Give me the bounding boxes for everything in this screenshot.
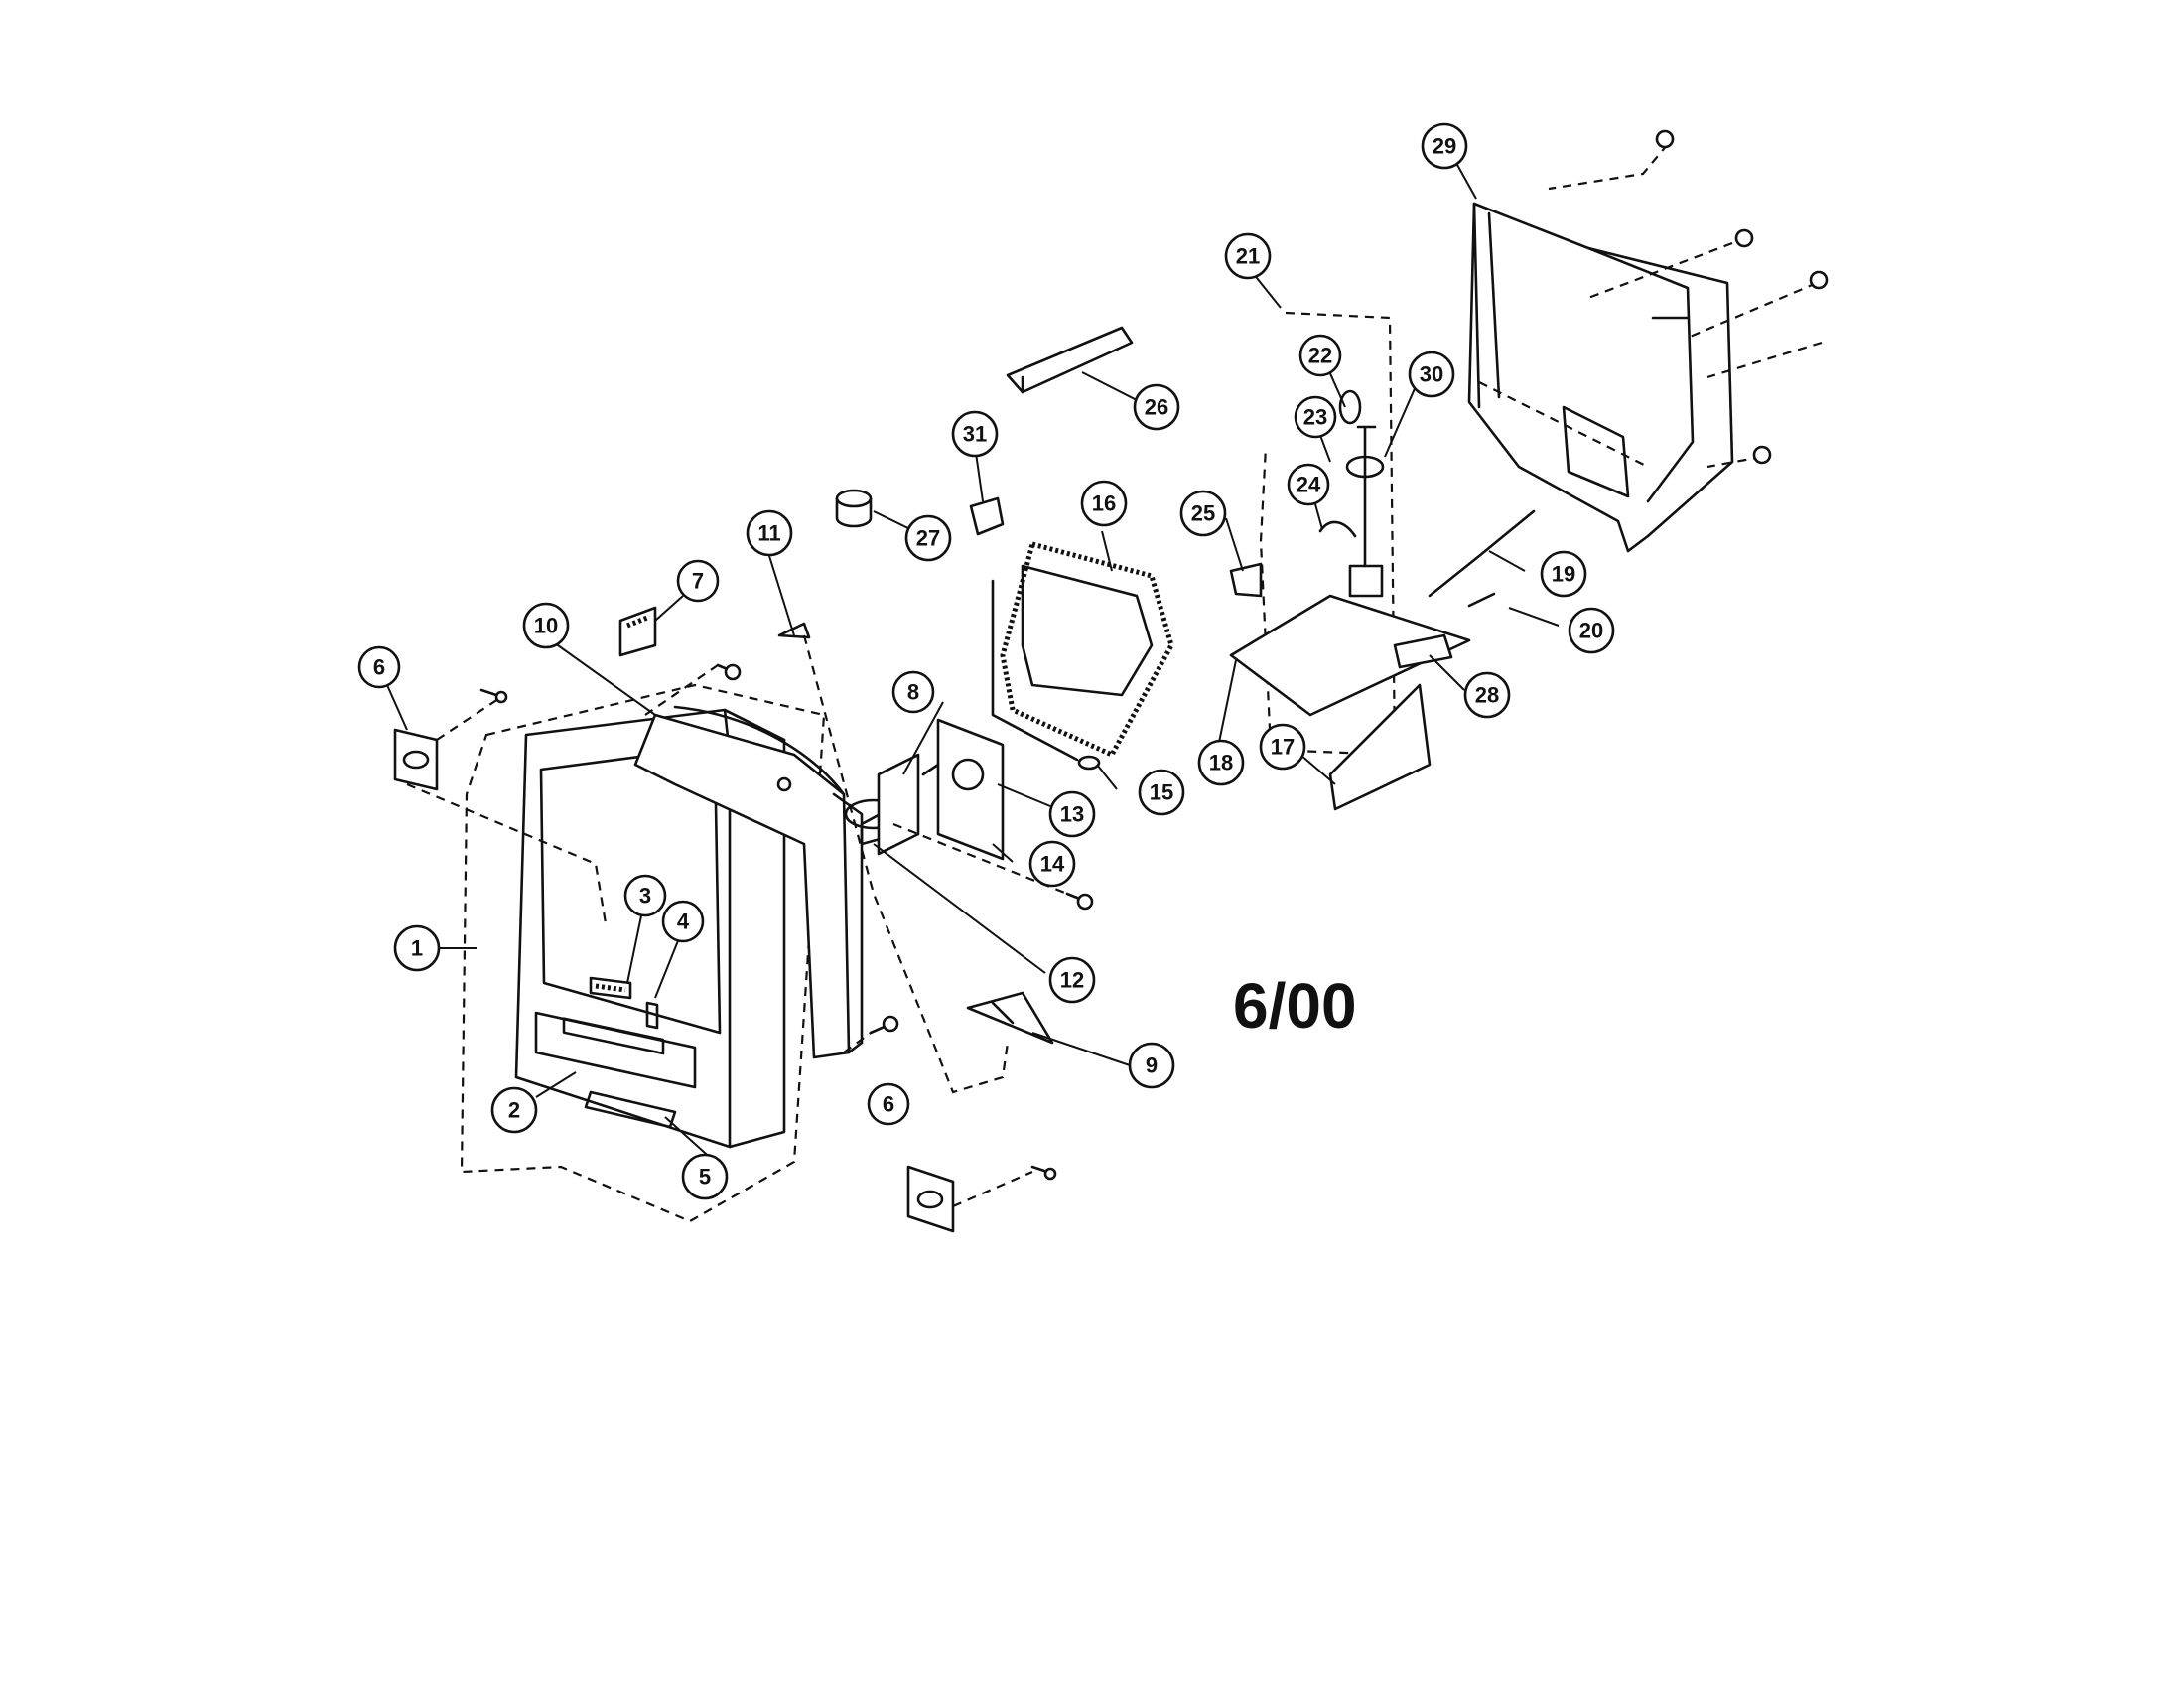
svg-text:4: 4: [677, 910, 690, 934]
svg-text:8: 8: [907, 680, 919, 705]
svg-text:30: 30: [1420, 362, 1443, 387]
callout-16: 16: [1080, 480, 1128, 527]
callout-23: 23: [1294, 395, 1337, 439]
callout-24: 24: [1287, 463, 1330, 506]
callout-1: 1: [393, 924, 441, 972]
callout-26: 26: [1133, 383, 1180, 431]
svg-text:6: 6: [883, 1092, 894, 1117]
svg-text:17: 17: [1271, 735, 1295, 760]
callout-11: 11: [746, 509, 793, 557]
svg-text:7: 7: [692, 569, 704, 594]
svg-text:3: 3: [639, 884, 651, 909]
svg-text:14: 14: [1040, 852, 1065, 877]
callout-31: 31: [951, 410, 999, 458]
callout-18: 18: [1197, 739, 1245, 786]
svg-text:12: 12: [1060, 968, 1084, 993]
callout-25: 25: [1179, 490, 1227, 537]
callout-13: 13: [1048, 790, 1096, 838]
callout-21: 21: [1224, 232, 1272, 280]
svg-text:19: 19: [1552, 562, 1575, 587]
svg-text:10: 10: [534, 614, 558, 638]
callout-5: 5: [681, 1153, 729, 1200]
svg-text:6: 6: [373, 655, 385, 680]
svg-text:9: 9: [1146, 1053, 1158, 1078]
callout-27: 27: [904, 514, 952, 562]
svg-text:22: 22: [1308, 344, 1332, 368]
callout-9: 9: [1128, 1042, 1175, 1089]
svg-text:28: 28: [1475, 683, 1499, 708]
callout-7: 7: [676, 559, 720, 603]
callout-6-lower: 6: [867, 1082, 910, 1126]
back-cover: [1467, 129, 1829, 553]
callout-4: 4: [661, 900, 705, 943]
front-cabinet: [460, 683, 826, 1223]
svg-text:11: 11: [757, 521, 780, 546]
svg-text:2: 2: [508, 1098, 520, 1123]
svg-text:24: 24: [1297, 473, 1321, 497]
degaussing-coil: [991, 540, 1174, 771]
small-parts: [618, 326, 1134, 1045]
svg-text:29: 29: [1433, 134, 1456, 159]
callout-28: 28: [1463, 671, 1511, 719]
svg-text:13: 13: [1060, 802, 1084, 827]
callout-20: 20: [1568, 607, 1615, 654]
svg-text:25: 25: [1191, 501, 1215, 526]
svg-text:21: 21: [1236, 244, 1260, 269]
callout-12: 12: [1048, 956, 1096, 1004]
main-chassis: [1229, 311, 1536, 811]
callouts: 1 2 3 4 5 6 6 7 8 9 10 11 12 13 14 15 16…: [357, 122, 1615, 1200]
deflection-yoke-assembly: [877, 718, 1005, 861]
callout-19: 19: [1540, 550, 1587, 598]
svg-text:5: 5: [699, 1165, 711, 1190]
date-code: 6/00: [1233, 970, 1357, 1042]
callout-6-upper: 6: [357, 645, 401, 689]
callout-29: 29: [1421, 122, 1468, 170]
callout-8: 8: [891, 670, 935, 714]
callout-10: 10: [522, 602, 570, 649]
svg-text:1: 1: [411, 936, 423, 961]
svg-text:16: 16: [1092, 491, 1116, 516]
callout-22: 22: [1298, 334, 1342, 377]
mounting-brackets: [393, 728, 955, 1233]
svg-text:23: 23: [1303, 405, 1327, 430]
svg-text:20: 20: [1579, 619, 1603, 643]
callout-3: 3: [623, 874, 667, 917]
callout-2: 2: [490, 1086, 538, 1134]
svg-text:31: 31: [963, 422, 987, 447]
callout-17: 17: [1259, 723, 1306, 771]
dashed-guides: [406, 634, 1068, 1208]
screws: [479, 663, 1094, 1181]
callout-15: 15: [1138, 769, 1185, 816]
svg-text:15: 15: [1150, 780, 1173, 805]
callout-30: 30: [1408, 351, 1455, 398]
svg-text:18: 18: [1209, 751, 1233, 775]
svg-text:26: 26: [1145, 395, 1168, 420]
svg-text:27: 27: [916, 526, 940, 551]
callout-14: 14: [1028, 840, 1076, 888]
